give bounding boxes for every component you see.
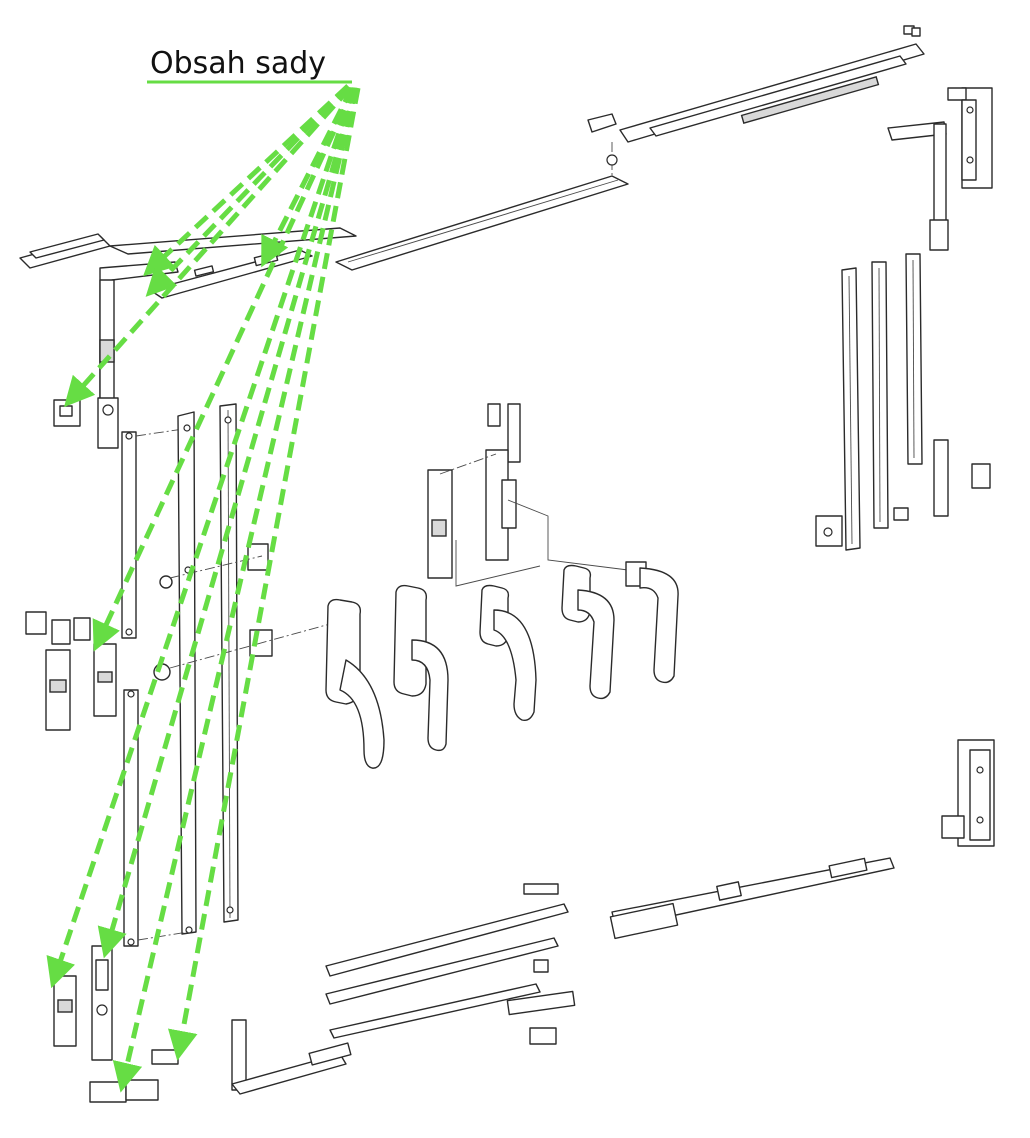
bottom-rail-2 — [325, 937, 559, 1005]
handle-2 — [393, 584, 449, 752]
handle-1 — [325, 598, 385, 769]
kit-contents-title: Obsah sady — [150, 46, 326, 81]
bolt-parts — [153, 543, 331, 681]
right-rail-3 — [905, 253, 923, 465]
bottom-left-lock-block — [91, 945, 113, 1061]
right-corner-drive — [887, 121, 949, 251]
handle-3 — [479, 584, 537, 722]
bottom-stay — [609, 857, 895, 940]
bottom-rail-1 — [325, 883, 569, 977]
bottom-keeper-2 — [151, 1049, 179, 1065]
right-keepers — [815, 439, 991, 547]
title-group: Obsah sady — [147, 46, 352, 84]
top-connecting-bar — [335, 142, 629, 271]
bottom-keeper-1 — [89, 1079, 159, 1103]
right-rail-1 — [841, 267, 861, 551]
handle-5 — [625, 561, 679, 684]
small-keeper-upper-left — [53, 399, 81, 427]
top-corner-drive — [97, 261, 179, 449]
top-right-hinge — [947, 87, 993, 189]
bottom-corner-drive — [231, 1019, 352, 1095]
top-right-scissor-stay — [587, 25, 925, 143]
bottom-left-keeper — [53, 975, 77, 1047]
right-rail-2 — [871, 261, 889, 529]
left-locking-bar-lower — [123, 689, 189, 947]
mid-left-keepers — [25, 611, 117, 731]
contents-arrows — [46, 84, 361, 1093]
center-gearbox — [427, 403, 629, 587]
bottom-rail-3 — [329, 983, 576, 1045]
handle-4 — [561, 564, 615, 700]
left-locking-bar-upper — [121, 427, 191, 639]
bottom-right-hinge — [941, 739, 995, 847]
